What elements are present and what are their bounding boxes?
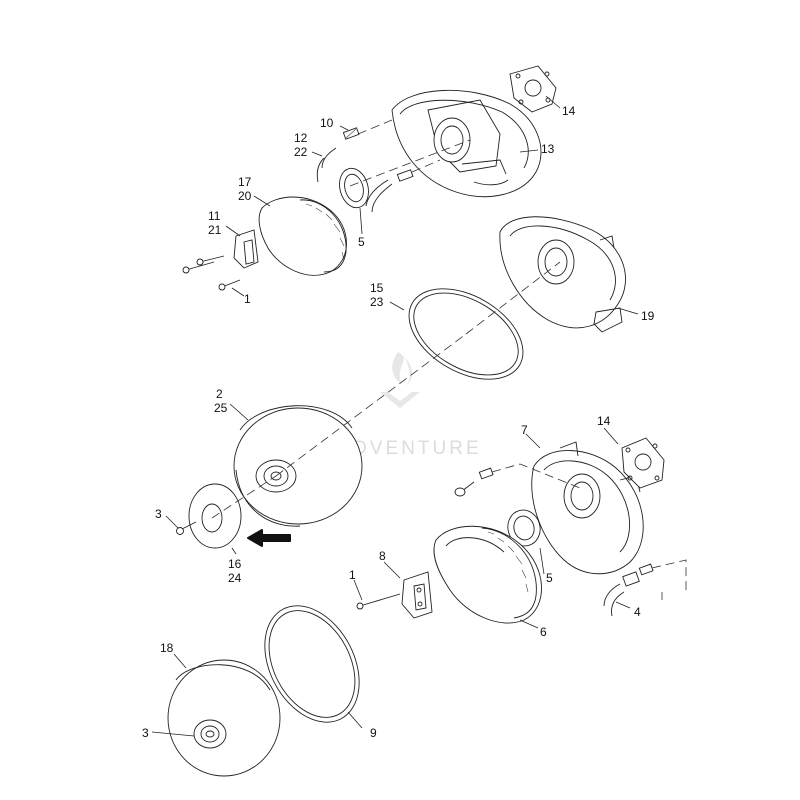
callout-2: 2 xyxy=(216,387,223,401)
breather-hose-right xyxy=(365,179,393,213)
breather-hose-left xyxy=(316,147,337,183)
filter-element-top xyxy=(258,196,347,276)
callout-12: 12 xyxy=(294,131,308,145)
screws-top xyxy=(182,255,241,291)
screw-3-mid xyxy=(176,521,197,535)
callout-16: 16 xyxy=(228,557,242,571)
breather-bolt-right xyxy=(396,169,414,182)
callout-13: 13 xyxy=(541,142,555,156)
callout-3-bottom: 3 xyxy=(142,726,149,740)
callout-14-bottom: 14 xyxy=(597,414,611,428)
callout-14-top: 14 xyxy=(562,104,576,118)
callout-11: 11 xyxy=(208,209,221,223)
callout-9: 9 xyxy=(370,726,377,740)
callout-10: 10 xyxy=(320,116,334,130)
backplate-bottom xyxy=(531,441,644,575)
seal-ring-9 xyxy=(264,605,360,723)
leader-lines xyxy=(151,95,639,737)
callout-22: 22 xyxy=(294,145,308,159)
callout-18: 18 xyxy=(160,641,174,655)
callout-1-bottom: 1 xyxy=(349,568,356,582)
screw-1-bottom xyxy=(356,593,401,610)
gasket-top xyxy=(509,65,557,113)
callout-1-top: 1 xyxy=(244,292,251,306)
bracket-bottom xyxy=(401,571,433,619)
callout-5-bottom: 5 xyxy=(546,571,553,585)
highlight-arrow xyxy=(247,529,291,547)
watermark-logo xyxy=(380,352,420,408)
filter-element-bottom xyxy=(433,525,542,624)
bracket-top xyxy=(233,229,259,269)
air-cleaner-cover xyxy=(233,405,363,527)
callout-24: 24 xyxy=(228,571,242,585)
callout-19: 19 xyxy=(641,309,655,323)
o-ring-seal-bottom xyxy=(507,509,541,547)
callout-labels: 14 10 12 22 13 17 20 11 21 5 1 15 23 19 … xyxy=(142,104,655,740)
callout-25: 25 xyxy=(214,401,228,415)
callout-3-mid: 3 xyxy=(155,507,162,521)
backplate-mid xyxy=(499,216,626,333)
callout-7: 7 xyxy=(521,423,528,437)
assembly-lines xyxy=(211,119,687,600)
backplate-top xyxy=(391,90,542,198)
callout-5-top: 5 xyxy=(358,235,365,249)
breather-hose-4 xyxy=(603,563,654,617)
callout-17: 17 xyxy=(238,175,252,189)
breather-bolt-bottom xyxy=(454,467,494,497)
callout-15: 15 xyxy=(370,281,384,295)
o-ring-seal-top xyxy=(339,167,369,209)
callout-20: 20 xyxy=(238,189,252,203)
air-cleaner-cover-18 xyxy=(167,659,281,777)
callout-21: 21 xyxy=(208,223,222,237)
callout-6: 6 xyxy=(540,625,547,639)
callout-23: 23 xyxy=(370,295,384,309)
breather-bolt-10 xyxy=(342,127,360,140)
callout-8: 8 xyxy=(379,549,386,563)
gasket-bottom xyxy=(621,437,665,489)
callout-4: 4 xyxy=(634,605,641,619)
